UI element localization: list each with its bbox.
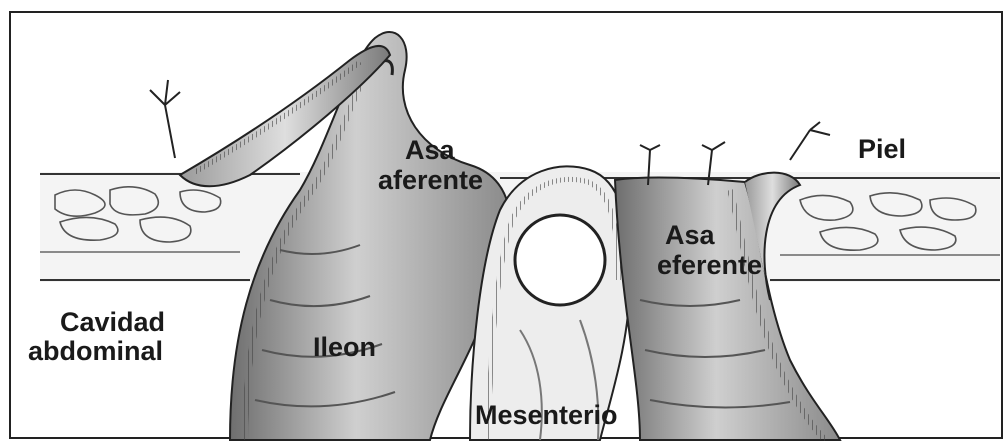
label-cavidad-line2: abdominal <box>28 336 163 366</box>
label-cavidad-line1: Cavidad <box>60 307 165 337</box>
stoma-opening <box>515 215 605 305</box>
label-mesenterio: Mesenterio <box>475 400 618 430</box>
label-piel: Piel <box>858 134 906 164</box>
label-asa-aferente-line2: aferente <box>378 165 483 195</box>
label-asa-eferente-line1: Asa <box>665 220 716 250</box>
label-asa-aferente-line1: Asa <box>405 135 456 165</box>
label-asa-eferente-line2: eferente <box>657 250 762 280</box>
label-ileon: Ileon <box>313 332 376 362</box>
